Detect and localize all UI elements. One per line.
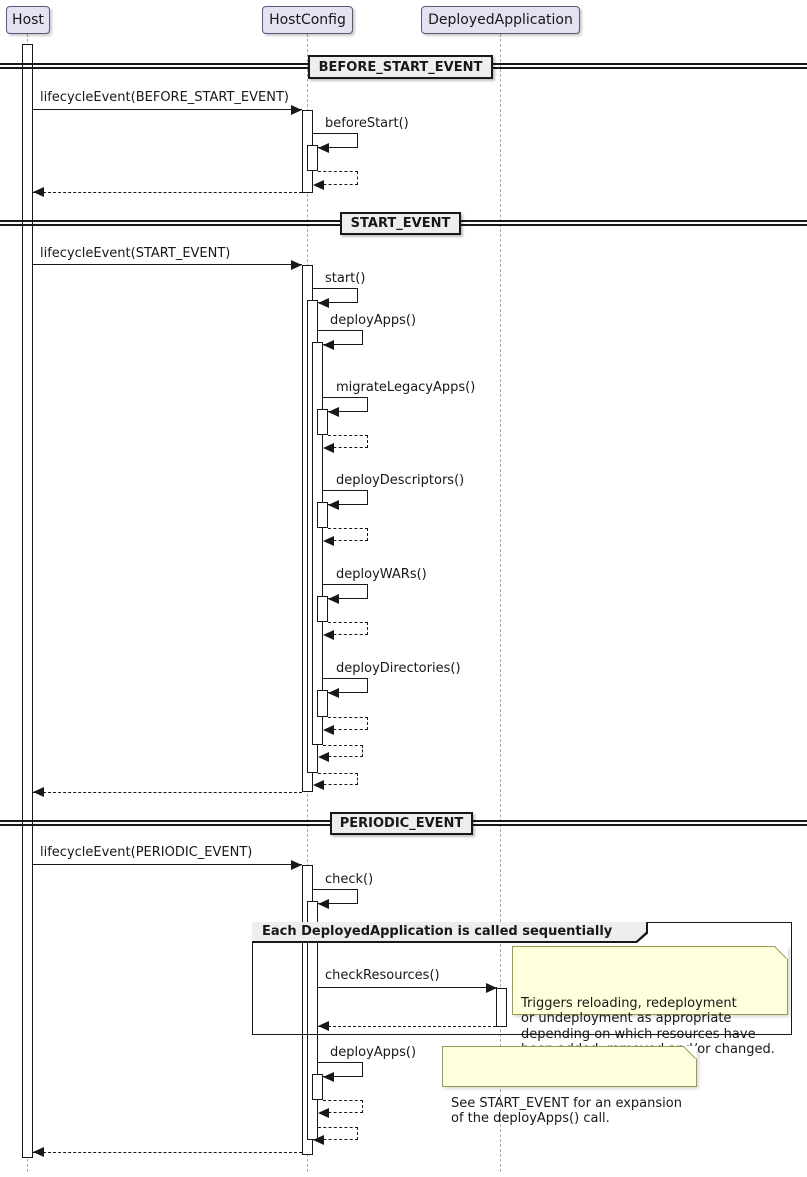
self-call-line: [323, 490, 368, 505]
activation-migratelegacyapps: [317, 409, 328, 435]
return-line: [33, 1152, 302, 1153]
message-deploydescriptors: deployDescriptors(): [336, 473, 465, 488]
message-line: [318, 987, 497, 988]
activation-deployapps-periodic: [312, 1074, 323, 1100]
activation-deploywars: [317, 596, 328, 622]
arrowhead: [291, 105, 302, 115]
self-call-line: [318, 330, 363, 345]
message-lifecycle-before-start: lifecycleEvent(BEFORE_START_EVENT): [40, 90, 289, 105]
lifeline-deployedapplication: [500, 34, 501, 1172]
self-call-line: [323, 584, 368, 599]
return-line: [33, 792, 302, 793]
self-return-line: [323, 1100, 363, 1113]
self-return-line: [323, 745, 363, 757]
arrowhead: [318, 298, 329, 308]
divider-before-start-event-label: BEFORE_START_EVENT: [318, 59, 483, 75]
arrowhead: [328, 500, 339, 510]
participant-deployedapplication: DeployedApplication: [421, 6, 580, 34]
self-return-line: [318, 171, 358, 185]
activation-deployapps: [312, 342, 323, 745]
activation-check: [307, 901, 318, 1140]
message-line: [33, 109, 302, 110]
arrowhead: [323, 725, 334, 735]
divider-periodic-event: PERIODIC_EVENT: [330, 812, 473, 835]
divider-periodic-event-label: PERIODIC_EVENT: [339, 816, 464, 831]
divider-start-event-label: START_EVENT: [350, 216, 451, 231]
group-frame-label: Each DeployedApplication is called seque…: [252, 922, 646, 941]
message-deploydirectories: deployDirectories(): [336, 661, 461, 676]
arrowhead: [318, 1108, 329, 1118]
self-call-line: [318, 1062, 363, 1077]
activation-beforestart: [307, 145, 318, 171]
arrowhead: [486, 983, 497, 993]
activation-host: [22, 44, 33, 1158]
arrowhead: [291, 260, 302, 270]
self-return-line: [318, 1127, 358, 1140]
arrowhead: [318, 899, 329, 909]
activation-deploydirectories: [317, 690, 328, 717]
message-beforestart: beforeStart(): [325, 116, 409, 131]
arrowhead: [323, 630, 334, 640]
activation-deployedapplication: [496, 988, 507, 1027]
arrowhead: [323, 443, 334, 453]
self-return-line: [328, 622, 368, 635]
arrowhead: [318, 752, 329, 762]
self-return-line: [328, 717, 368, 730]
self-call-line: [313, 288, 358, 303]
message-check: check(): [325, 872, 374, 887]
message-checkresources: checkResources(): [325, 968, 440, 983]
divider-start-event: START_EVENT: [340, 212, 461, 235]
participant-hostconfig-label: HostConfig: [269, 12, 346, 28]
message-lifecycle-periodic: lifecycleEvent(PERIODIC_EVENT): [40, 845, 253, 860]
message-lifecycle-start: lifecycleEvent(START_EVENT): [40, 246, 231, 261]
note-deployapps-text: See START_EVENT for an expansion of the …: [451, 1095, 682, 1127]
self-return-line: [328, 435, 368, 448]
arrowhead: [291, 860, 302, 870]
arrowhead: [33, 787, 44, 797]
arrowhead: [323, 536, 334, 546]
arrowhead: [313, 180, 324, 190]
self-call-line: [323, 397, 368, 412]
arrowhead: [318, 143, 329, 153]
message-migratelegacyapps: migrateLegacyApps(): [336, 380, 476, 395]
arrowhead: [33, 1147, 44, 1157]
activation-deploydescriptors: [317, 502, 328, 528]
self-call-line: [323, 678, 368, 693]
self-return-line: [318, 773, 358, 785]
self-call-line: [313, 889, 358, 904]
message-start: start(): [325, 271, 366, 286]
message-deployapps-periodic: deployApps(): [330, 1045, 417, 1060]
message-deployapps: deployApps(): [330, 313, 417, 328]
divider-before-start-event: BEFORE_START_EVENT: [308, 55, 493, 79]
self-call-line: [313, 133, 358, 148]
participant-hostconfig: HostConfig: [262, 6, 353, 34]
return-line: [318, 1026, 496, 1027]
arrowhead: [313, 780, 324, 790]
return-line: [33, 192, 302, 193]
arrowhead: [328, 407, 339, 417]
arrowhead: [323, 340, 334, 350]
arrowhead: [323, 1072, 334, 1082]
message-line: [33, 864, 302, 865]
participant-deployedapplication-label: DeployedApplication: [428, 12, 573, 28]
note-checkresources: Triggers reloading, redeployment or unde…: [512, 946, 788, 1057]
self-return-line: [328, 528, 368, 541]
arrowhead: [318, 1021, 329, 1031]
note-deployapps: See START_EVENT for an expansion of the …: [442, 1046, 697, 1126]
message-deploywars: deployWARs(): [336, 567, 427, 582]
arrowhead: [33, 187, 44, 197]
message-line: [33, 264, 302, 265]
participant-host: Host: [6, 6, 50, 34]
participant-host-label: Host: [12, 12, 44, 28]
group-frame-tab: Each DeployedApplication is called seque…: [252, 922, 648, 943]
arrowhead: [328, 688, 339, 698]
arrowhead: [328, 594, 339, 604]
arrowhead: [313, 1135, 324, 1145]
